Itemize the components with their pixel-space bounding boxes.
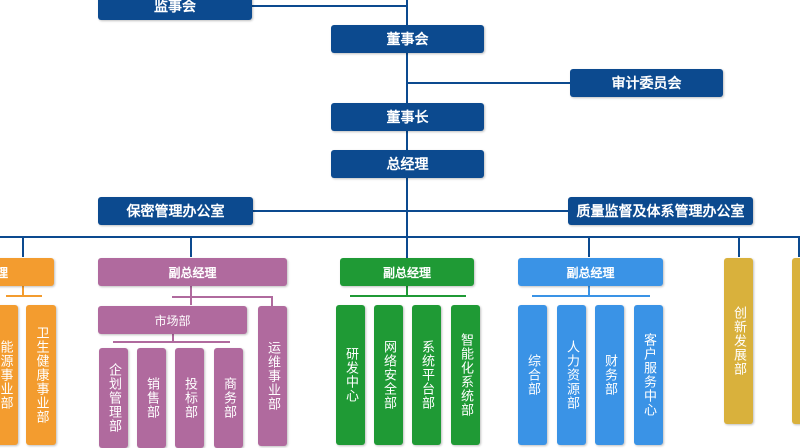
drop-blue	[588, 237, 590, 257]
purple-vp-box: 副总经理	[98, 258, 287, 286]
network-security-dept: 网络安全部	[374, 305, 403, 445]
system-platform-dept: 系统平台部	[412, 305, 441, 445]
hr-dept: 人力资源部	[557, 305, 586, 445]
audit-committee-box: 审计委员会	[570, 69, 723, 97]
general-manager-box: 总经理	[331, 150, 484, 178]
gold-partial-box	[792, 258, 800, 424]
confidential-office-box: 保密管理办公室	[98, 197, 253, 225]
customer-service-center: 客户服务中心	[634, 305, 663, 445]
purple-inner-line	[190, 285, 192, 305]
purple-side-drop	[271, 296, 273, 306]
branch-bus	[0, 236, 800, 238]
bidding-dept: 投标部	[175, 348, 204, 448]
drop-gold	[738, 237, 740, 257]
market-bus	[113, 341, 230, 343]
planning-dept: 企划管理部	[99, 348, 128, 448]
purple-bus	[172, 296, 272, 298]
finance-dept: 财务部	[595, 305, 624, 445]
board-box: 董事会	[331, 25, 484, 53]
quality-office-box: 质量监督及体系管理办公室	[568, 197, 753, 225]
general-affairs-dept: 综合部	[518, 305, 547, 445]
orange-branch-head: 理	[0, 258, 54, 286]
drop-purple	[190, 237, 192, 257]
rd-center: 研发中心	[336, 305, 365, 445]
blue-bus	[532, 295, 650, 297]
supervisory-board-box: 监事会	[98, 0, 252, 20]
offices-link	[253, 210, 569, 212]
drop-green	[406, 237, 408, 257]
audit-link	[407, 82, 571, 84]
supervisory-link	[252, 5, 407, 7]
chairman-box: 董事长	[331, 103, 484, 131]
sales-dept: 销售部	[137, 348, 166, 448]
innovation-dept: 创新发展部	[724, 258, 753, 424]
green-vp-box: 副总经理	[340, 258, 474, 286]
business-dept: 商务部	[214, 348, 243, 448]
orange-bus	[6, 295, 42, 297]
intelligent-system-dept: 智能化系统部	[451, 305, 480, 445]
green-inner-line	[406, 285, 408, 295]
orange-inner-line	[22, 285, 24, 295]
blue-inner-line	[588, 285, 590, 295]
market-dept-box: 市场部	[98, 306, 247, 334]
drop-orange	[22, 237, 24, 257]
market-drop	[172, 333, 174, 341]
blue-vp-box: 副总经理	[518, 258, 663, 286]
green-bus	[350, 295, 466, 297]
drop-extra	[798, 237, 800, 257]
health-unit: 卫生健康事业部	[26, 305, 56, 445]
energy-unit: 能源事业部	[0, 305, 18, 445]
operations-unit: 运维事业部	[258, 306, 287, 446]
